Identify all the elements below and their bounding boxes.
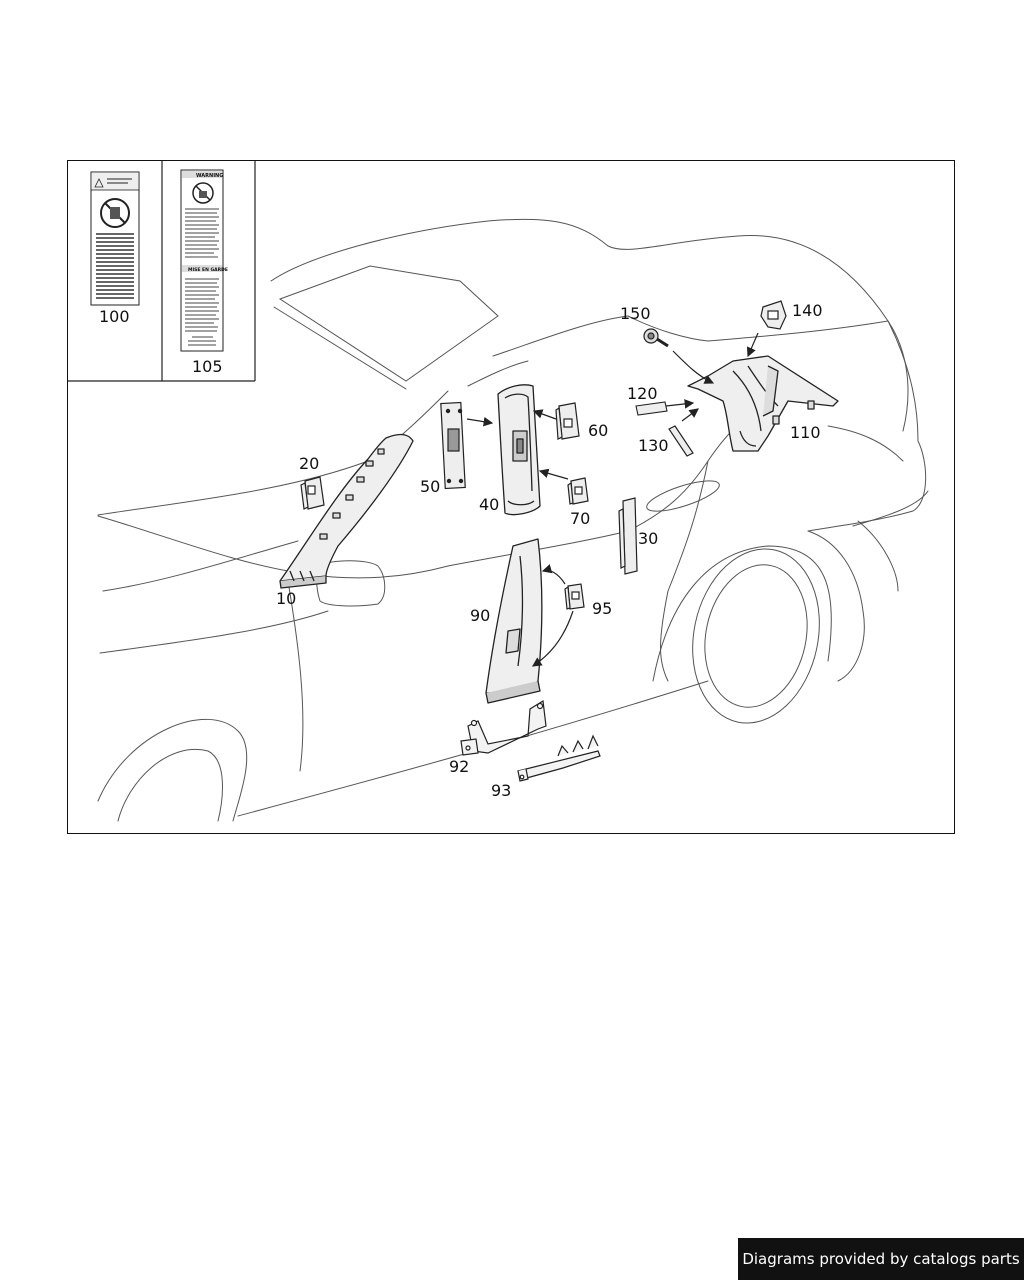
- callout-105[interactable]: 105: [192, 357, 223, 376]
- callout-140[interactable]: 140: [792, 301, 823, 320]
- callout-70[interactable]: 70: [570, 509, 591, 528]
- part-30-strip: [618, 497, 638, 575]
- footer-banner: Diagrams provided by catalogs parts: [738, 1238, 1024, 1280]
- part-130-strip: [668, 425, 694, 457]
- part-40-pillar-trim: [497, 384, 541, 516]
- callout-93[interactable]: 93: [491, 781, 512, 800]
- callout-95[interactable]: 95: [592, 599, 613, 618]
- part-140-clip: [760, 300, 787, 330]
- diagram-frame: WARNING MISE EN GARDE: [67, 160, 955, 834]
- callout-92[interactable]: 92: [449, 757, 470, 776]
- sticker-105-garde-text: MISE EN GARDE: [188, 267, 228, 273]
- footer-text: Diagrams provided by catalogs parts: [742, 1250, 1020, 1268]
- callout-40[interactable]: 40: [479, 495, 500, 514]
- part-70-clip: [567, 477, 589, 505]
- part-150-screw: [643, 328, 669, 348]
- part-95-clip: [564, 583, 585, 610]
- part-92-bracket: [460, 699, 547, 756]
- part-93-bracket: [517, 734, 601, 782]
- parts-diagram: WARNING MISE EN GARDE: [68, 161, 929, 822]
- callout-100[interactable]: 100: [99, 307, 130, 326]
- sticker-100-graphic: [90, 171, 140, 306]
- callout-10[interactable]: 10: [276, 589, 297, 608]
- part-90-lower-trim: [485, 538, 543, 704]
- callout-90[interactable]: 90: [470, 606, 491, 625]
- callout-120[interactable]: 120: [627, 384, 658, 403]
- inset-box-100: [68, 161, 256, 382]
- part-10-pillar-trim: [279, 433, 414, 589]
- callout-130[interactable]: 130: [638, 436, 669, 455]
- part-110-rear-trim: [687, 355, 839, 452]
- part-20-clip: [300, 476, 325, 510]
- callout-50[interactable]: 50: [420, 477, 441, 496]
- callout-20[interactable]: 20: [299, 454, 320, 473]
- callout-60[interactable]: 60: [588, 421, 609, 440]
- callout-150[interactable]: 150: [620, 304, 651, 323]
- part-60-clip: [555, 402, 580, 440]
- callout-110[interactable]: 110: [790, 423, 821, 442]
- part-120-plate: [635, 401, 668, 416]
- pointer-arrows: [466, 332, 759, 667]
- callout-30[interactable]: 30: [638, 529, 659, 548]
- sticker-105-graphic: WARNING MISE EN GARDE: [180, 169, 228, 352]
- sticker-105-warning-text: WARNING: [196, 173, 223, 179]
- part-50-belt-guide: [440, 401, 466, 490]
